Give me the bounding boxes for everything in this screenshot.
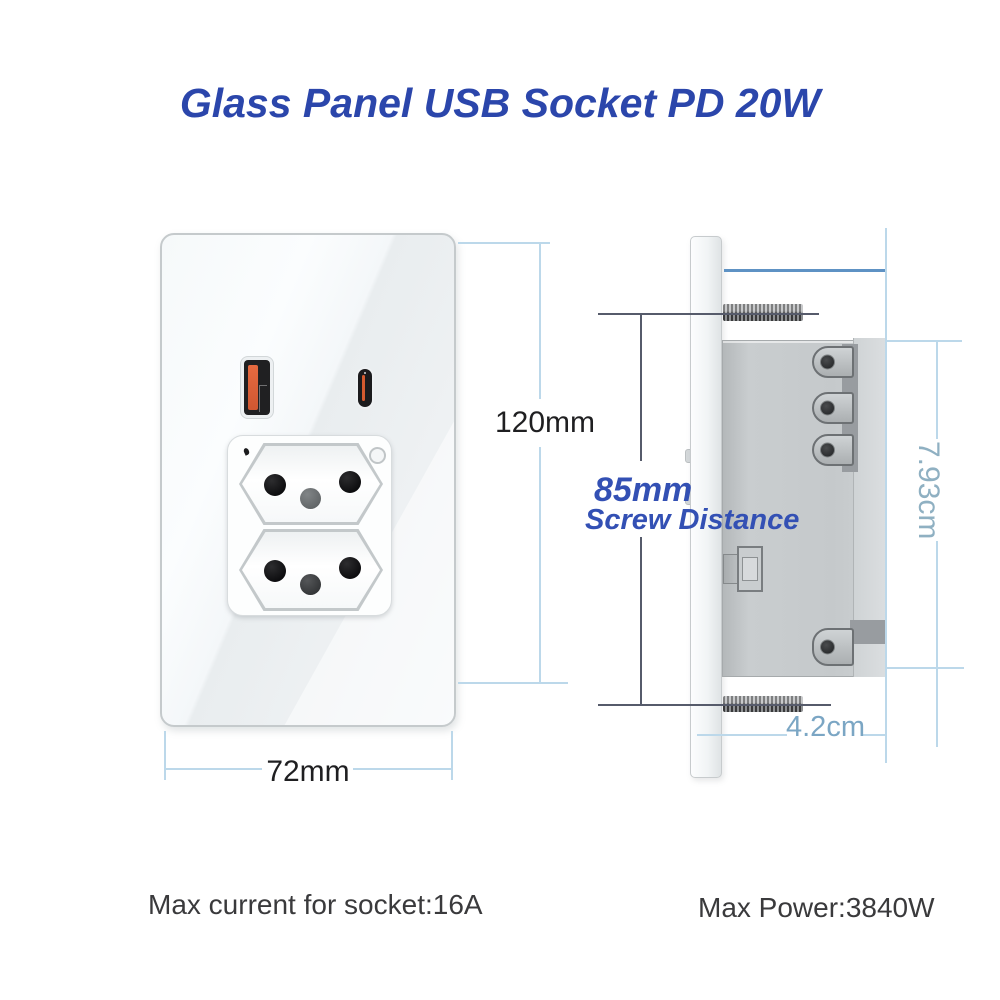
usb-c-highlight — [364, 372, 366, 374]
dim-label-panel-width: 72mm — [266, 755, 350, 788]
module-screw-icon — [369, 447, 386, 464]
usb-a-port-icon — [244, 360, 270, 415]
pin-hole-right — [339, 557, 361, 579]
mounting-screw-icon-top — [723, 304, 803, 321]
dim-line-side-height-lower — [936, 541, 938, 747]
dim-line-back-edge — [885, 228, 887, 763]
brazilian-outlet-icon-bottom — [239, 529, 383, 611]
dim-label-side-height: 7.93cm — [912, 441, 945, 540]
dim-line-height-upper — [539, 243, 541, 399]
terminal-clamp-icon — [812, 346, 854, 378]
dim-line-screw-vertical-lower — [640, 537, 642, 705]
side-panel-edge — [690, 236, 722, 778]
terminal-hole — [820, 639, 835, 655]
terminal-clamp-icon — [812, 434, 854, 466]
dim-tick-height-top — [458, 242, 550, 244]
pin-hole-left — [264, 474, 286, 496]
dim-line-height-lower — [539, 447, 541, 683]
dim-label-depth: 4.2cm — [786, 711, 865, 743]
retention-latch — [723, 546, 763, 592]
usb-c-port-icon — [358, 369, 372, 407]
dim-tick-side-height-bottom — [886, 667, 964, 669]
dim-line-screw-vertical-upper — [640, 313, 642, 461]
terminal-recess — [850, 620, 886, 644]
dim-line-depth-left — [697, 734, 787, 736]
brazilian-outlet-icon-top — [239, 443, 383, 525]
dim-tick-height-bottom — [458, 682, 568, 684]
dim-tick-side-height-top — [886, 340, 962, 342]
dim-line-screw-bottom — [598, 704, 831, 706]
dim-line-top-reference — [724, 269, 885, 272]
usb-a-contact-step — [259, 385, 267, 412]
dim-label-screw-distance-caption: Screw Distance — [585, 504, 800, 536]
footer-max-current: Max current for socket:16A — [148, 889, 483, 920]
dim-line-screw-top — [598, 313, 819, 315]
usb-a-tongue — [248, 365, 258, 410]
dim-line-depth-right — [863, 734, 887, 736]
terminal-hole — [820, 354, 835, 370]
dim-label-panel-height: 120mm — [494, 406, 596, 439]
pin-hole-earth — [300, 488, 321, 509]
dim-label-screw-distance-value: 85mm — [594, 471, 693, 509]
dim-tick-width-right — [451, 731, 453, 780]
pin-hole-left — [264, 560, 286, 582]
page-title: Glass Panel USB Socket PD 20W — [179, 80, 821, 126]
terminal-clamp-icon — [812, 628, 854, 666]
dim-line-width-left — [165, 768, 262, 770]
terminal-clamp-icon — [812, 392, 854, 424]
socket-module — [227, 435, 392, 616]
front-glass-panel — [160, 233, 456, 727]
latch-inner — [742, 557, 758, 581]
led-indicator-icon — [242, 447, 251, 456]
dim-line-side-height-upper — [936, 342, 938, 439]
terminal-hole — [820, 400, 835, 416]
dim-line-width-right — [353, 768, 452, 770]
usb-c-slot — [362, 375, 365, 401]
footer-max-power: Max Power:3840W — [698, 892, 935, 923]
pin-hole-earth — [300, 574, 321, 595]
dim-tick-width-left — [164, 731, 166, 780]
terminal-hole — [820, 442, 835, 458]
pin-hole-right — [339, 471, 361, 493]
